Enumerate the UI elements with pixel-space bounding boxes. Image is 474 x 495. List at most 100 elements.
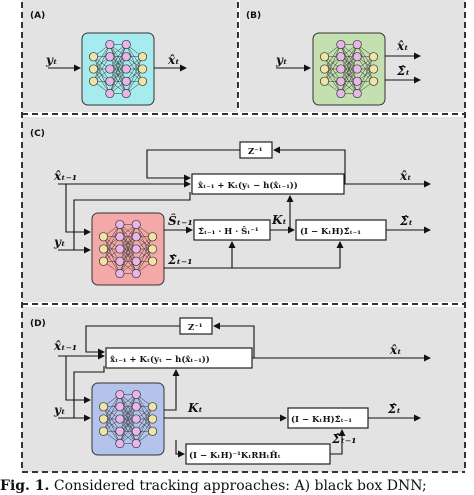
nn-edge xyxy=(103,406,121,432)
panel-b-output-state-label: x̂ₜ xyxy=(396,39,409,53)
nn-node xyxy=(131,256,141,266)
nn-node xyxy=(319,52,330,62)
panel-c: (C) Z⁻¹ x̂ₜ₋₁ + Kₜ(yₜ − h(x̂ₜ₋₁)) x̂ₜ x̂… xyxy=(22,117,465,302)
panel-c-k-label: Kₜ xyxy=(271,213,287,227)
nn-edge xyxy=(109,68,127,94)
nn-edge xyxy=(126,68,143,94)
residual-label-d: (I − KₜH)⁻¹KₜRHₜH̃ₜ xyxy=(189,449,281,461)
nn-edge xyxy=(136,248,153,274)
nn-edge xyxy=(125,56,143,94)
nn-node xyxy=(138,52,148,62)
nn-node xyxy=(98,402,109,412)
nn-node xyxy=(352,76,362,86)
nn-edge xyxy=(356,56,374,94)
nn-edge xyxy=(135,236,153,274)
nn-node xyxy=(131,438,141,449)
panel-c-prev-state-label: x̂ₜ₋₁ xyxy=(53,169,77,183)
nn-node xyxy=(105,52,115,62)
nn-node xyxy=(115,256,125,266)
nn-node xyxy=(131,389,141,400)
nn-edge xyxy=(136,418,153,444)
nn-node xyxy=(88,52,99,62)
panel-d-k-label: Kₜ xyxy=(187,401,203,415)
nn-node xyxy=(148,414,158,424)
nn-edge xyxy=(135,406,153,444)
panel-d-output-state-label: x̂ₜ xyxy=(389,343,402,357)
nn-edge xyxy=(93,56,111,82)
nn-edge xyxy=(109,44,127,70)
nn-edge xyxy=(103,224,121,262)
nn-edge xyxy=(103,224,121,250)
nn-node xyxy=(148,256,158,266)
nn-edge xyxy=(109,44,127,94)
nn-node xyxy=(336,52,346,62)
panel-c-label: (C) xyxy=(30,129,45,139)
panel-d-prev-state-label: x̂ₜ₋₁ xyxy=(53,339,77,353)
nn-node xyxy=(352,52,362,62)
nn-node xyxy=(115,232,125,242)
nn-node xyxy=(336,76,346,86)
nnB-graph xyxy=(319,39,379,99)
nn-node xyxy=(319,76,330,86)
nnC-graph xyxy=(98,219,158,279)
delay-label-d: Z⁻¹ xyxy=(188,323,203,333)
nn-edge xyxy=(324,56,342,82)
nn-node xyxy=(88,76,99,86)
panel-a: (A) yₜ x̂ₜ xyxy=(22,0,237,112)
delay-label-c: Z⁻¹ xyxy=(248,147,263,157)
nn-node xyxy=(138,64,148,74)
nn-edge xyxy=(136,236,153,262)
nn-node xyxy=(336,88,346,99)
nn-edge xyxy=(119,224,137,262)
nn-node xyxy=(98,414,109,424)
nn-node xyxy=(352,88,362,99)
nn-node xyxy=(115,244,125,254)
nn-edge xyxy=(119,406,137,444)
panel-c-sigma-label: Σ̂ₜ₋₁ xyxy=(167,253,193,267)
nn-edge xyxy=(93,44,111,82)
nn-node xyxy=(115,438,125,449)
nn-edge xyxy=(340,68,358,94)
nn-edge xyxy=(119,224,137,274)
caption-prefix: Fig. 1. xyxy=(0,478,50,494)
nn-edge xyxy=(119,236,137,274)
nn-node xyxy=(115,426,125,436)
nn-edge xyxy=(109,56,127,94)
figure-caption: Fig. 1. Considered tracking approaches: … xyxy=(0,478,474,495)
nn-node xyxy=(121,39,131,50)
panel-d-obs-label: yₜ xyxy=(53,403,65,417)
nn-edge xyxy=(357,56,374,82)
nn-edge xyxy=(324,44,342,70)
nn-edge xyxy=(340,44,358,70)
nn-edge xyxy=(119,394,137,432)
panel-d-label: (D) xyxy=(30,319,46,329)
nnD-graph xyxy=(98,389,158,449)
nn-node xyxy=(131,414,141,424)
nn-node xyxy=(115,219,125,230)
nn-node xyxy=(88,64,99,74)
nn-edge xyxy=(119,248,137,274)
nn-node xyxy=(121,64,131,74)
nn-node xyxy=(148,244,158,254)
nn-node xyxy=(148,232,158,242)
nn-edge xyxy=(103,236,121,262)
nn-edge xyxy=(119,418,137,444)
nn-node xyxy=(115,414,125,424)
nn-node xyxy=(131,244,141,254)
nn-edge xyxy=(119,224,137,250)
cov-update-label-c: (I − KₜH)Σ̂ₜ₋₁ xyxy=(300,226,361,237)
cov-update-label-d: (I − KₜH)Σ̂ₜ₋₁ xyxy=(291,414,352,425)
nn-node xyxy=(148,426,158,436)
nn-edge xyxy=(103,394,121,420)
nn-node xyxy=(105,39,115,50)
nn-edge xyxy=(340,44,358,82)
nn-node xyxy=(121,88,131,99)
nn-node xyxy=(131,232,141,242)
panel-b: (B) yₜ x̂ₜ Σ̂ₜ xyxy=(240,0,465,112)
panel-borders xyxy=(21,2,466,473)
nn-node xyxy=(105,76,115,86)
nn-node xyxy=(148,402,158,412)
nn-edge xyxy=(136,406,153,432)
state-update-label-c: x̂ₜ₋₁ + Kₜ(yₜ − h(x̂ₜ₋₁)) xyxy=(198,180,298,191)
nn-node xyxy=(105,64,115,74)
